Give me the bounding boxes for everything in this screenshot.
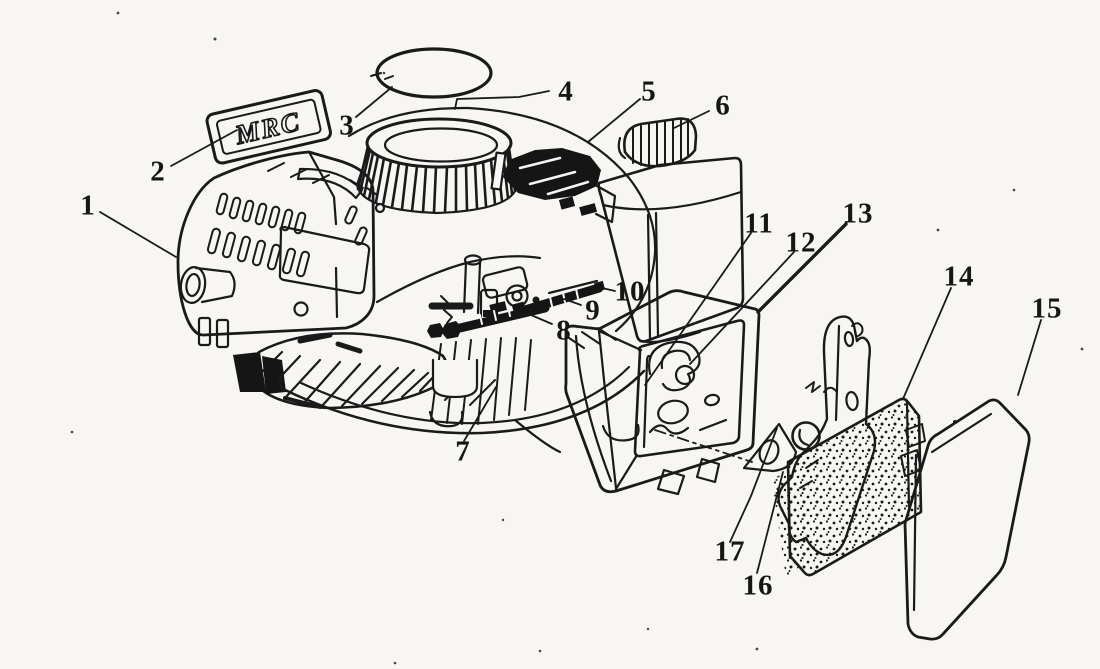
engine-assembly (176, 47, 745, 454)
leader-lines-layer (99, 86, 1042, 574)
starter-ribs (356, 144, 517, 214)
leader-line-2 (170, 129, 238, 167)
assembly-axis-dashed (654, 429, 753, 463)
mounting-studs (427, 280, 606, 339)
shroud-handle-strap (296, 167, 364, 200)
air-filter-element (772, 397, 923, 578)
leader-line-5 (587, 98, 641, 143)
leader-line-10 (601, 287, 616, 292)
recoil-starter (355, 117, 519, 215)
leader-line-7 (463, 386, 497, 442)
leader-line-17 (729, 427, 778, 543)
leader-line-6 (673, 110, 710, 129)
throttle-control-cluster (490, 148, 617, 224)
leader-line-15 (1017, 319, 1042, 396)
blower-housing (176, 72, 394, 349)
housing-opening (633, 319, 746, 458)
leader-line-9 (563, 298, 582, 306)
leader-line-8 (530, 314, 553, 325)
air-cleaner-cover (900, 398, 1031, 641)
leader-line-14 (902, 287, 952, 400)
muffler (233, 332, 449, 410)
leader-line-16 (756, 471, 784, 574)
air-cleaner-housing (564, 289, 761, 496)
oil-fill-tube (179, 265, 236, 305)
air-cleaner-assembly (564, 289, 1031, 641)
leader-line-3 (355, 86, 393, 118)
fuel-cap (617, 117, 698, 168)
blower-housing-circle (347, 106, 657, 333)
scan-speckles (70, 11, 1084, 665)
gasket-ring (375, 47, 493, 99)
engine-base-deck (278, 358, 646, 454)
leader-line-13 (756, 222, 848, 314)
shroud-hatch-marks (267, 72, 394, 196)
leader-line-4 (454, 90, 550, 110)
intake-elbow (648, 340, 701, 392)
leader-line-1 (99, 211, 177, 258)
shroud-vent-slots (206, 192, 368, 278)
leader-line-12 (689, 251, 795, 365)
leader-line-11 (644, 232, 752, 386)
fuel-tank (597, 156, 745, 344)
